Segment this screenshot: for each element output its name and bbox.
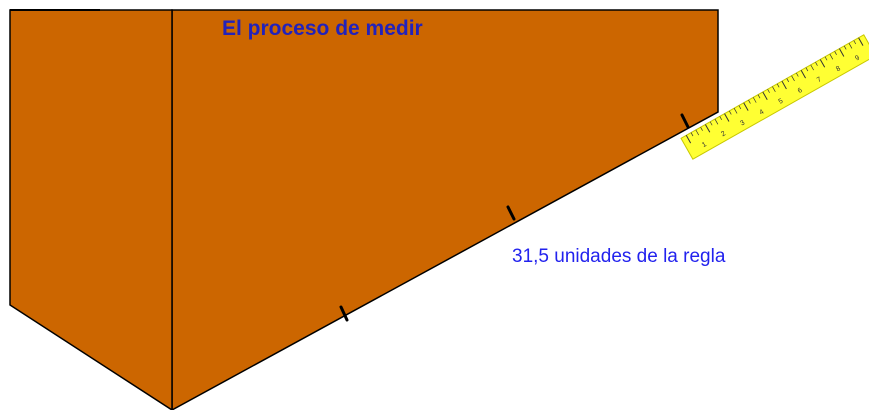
measure-mark <box>680 113 690 129</box>
ruler-number: 6 <box>797 87 804 95</box>
box-side-face <box>9 9 173 410</box>
ruler-tick <box>800 70 806 79</box>
ruler-tick <box>858 37 864 46</box>
ruler-tick <box>796 72 799 77</box>
ruler-tick <box>791 75 795 82</box>
ruler-tick <box>772 86 776 92</box>
ruler-tick <box>829 53 834 60</box>
ruler-tick <box>805 67 809 72</box>
ruler-tick <box>767 89 770 93</box>
ruler-tick <box>729 110 732 115</box>
ruler-tick <box>810 64 814 71</box>
measurement-label: 31,5 unidades de la regla <box>512 246 726 267</box>
ruler-tick <box>781 80 787 90</box>
ruler-tick <box>757 94 761 99</box>
ruler-tick <box>824 56 828 61</box>
ruler-tick <box>834 51 837 56</box>
measurement-marks <box>339 113 690 322</box>
ruler-tick <box>776 83 780 88</box>
ruler-tick <box>719 116 723 121</box>
ruler-tick <box>690 132 694 137</box>
ruler-tick <box>786 78 790 83</box>
ruler-tick <box>733 108 738 114</box>
ruler-tick <box>815 62 818 66</box>
ruler-tick <box>762 91 768 101</box>
ruler-tick <box>838 48 845 57</box>
ruler-number: 1 <box>701 141 708 149</box>
ruler: 1 2 3 4 5 6 7 8 9 <box>680 34 869 160</box>
ruler-tick <box>752 97 757 103</box>
ruler-tick <box>724 113 730 122</box>
ruler-tick <box>738 105 742 110</box>
ruler-tick <box>704 124 711 133</box>
ruler-number: 8 <box>835 65 842 73</box>
ruler-tick <box>714 118 719 125</box>
ruler-number: 7 <box>816 76 823 84</box>
ruler-tick <box>700 127 703 131</box>
ruler-tick <box>843 45 847 50</box>
measure-mark <box>506 205 516 221</box>
ruler-number: 9 <box>854 54 861 62</box>
ruler-number: 2 <box>720 130 727 138</box>
box-front-face <box>171 9 719 410</box>
ruler-number: 3 <box>739 119 746 127</box>
ruler-tick <box>748 99 751 104</box>
ruler-number: 5 <box>778 98 785 106</box>
ruler-tick <box>853 40 857 45</box>
ruler-tick <box>743 102 749 111</box>
measure-mark <box>339 305 349 322</box>
ruler-tick <box>819 59 826 68</box>
ruler-tick <box>685 135 692 144</box>
ruler-tick <box>709 121 713 126</box>
page-title: El proceso de medir <box>222 17 423 40</box>
ruler-number: 4 <box>758 109 765 117</box>
ruler-ticks: 1 2 3 4 5 6 7 8 9 <box>685 37 864 149</box>
ruler-tick <box>848 43 853 49</box>
ruler-tick <box>695 129 700 136</box>
